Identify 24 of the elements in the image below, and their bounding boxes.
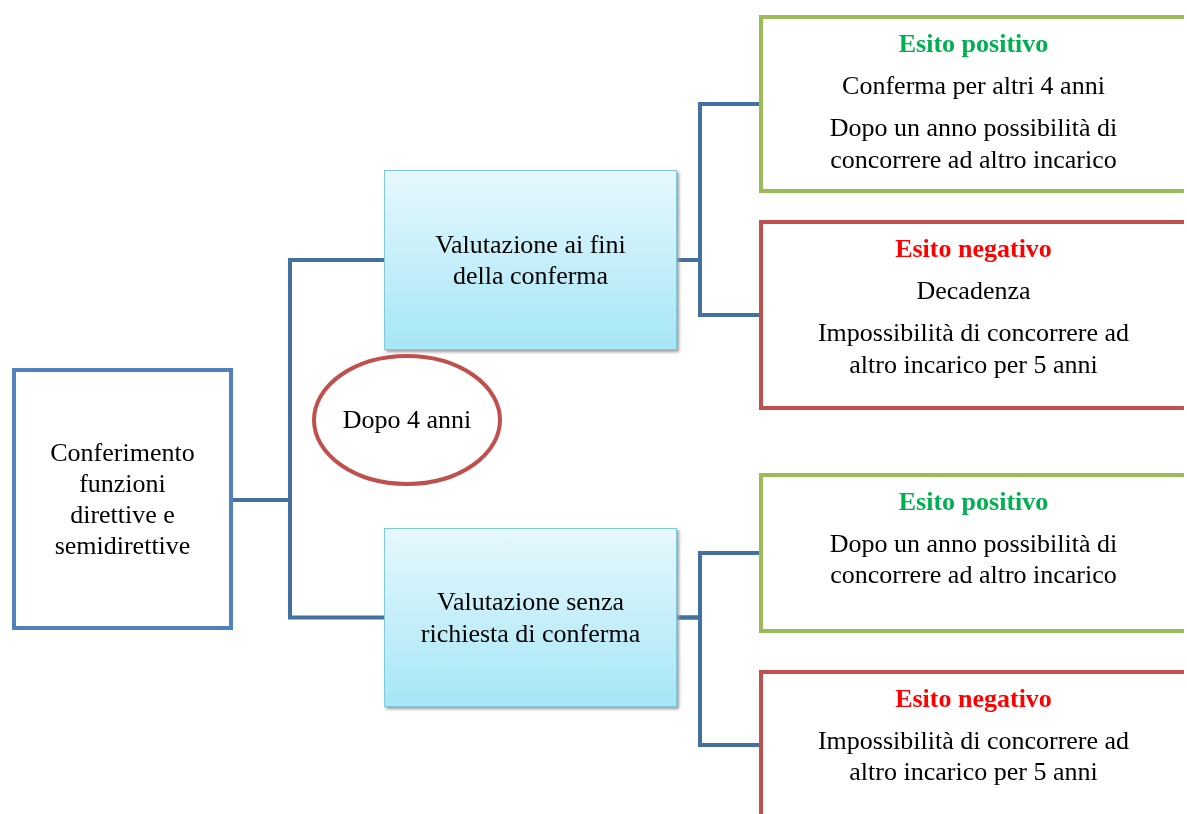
node-text: Conferimento funzioni direttive e semidirettive [49,436,196,562]
node-text: Impossibilità di concorrere ad altro incarico per 5 anni [816,725,1131,788]
node-text: Valutazione senza richiesta di conferma [419,586,642,649]
ellipse-node [312,354,502,486]
node-text: Impossibilità di concorrere ad altro incarico per 5 anni [816,317,1131,380]
node-text: Conferma per altri 4 anni [842,70,1105,102]
node-text: Decadenza [916,275,1031,307]
node-text: Dopo un anno possibilità di concorrere ad altro incarico [828,528,1119,591]
connector-line [233,498,384,620]
process-box [12,368,233,630]
node-text: Dopo 4 anni [342,404,472,436]
outcome-heading: Esito negativo [895,683,1052,715]
node-text: Valutazione ai fini della conferma [434,228,627,292]
outcome-heading: Esito positivo [898,28,1049,60]
outcome-box [759,473,1184,633]
process-box [384,170,677,350]
process-box [384,528,677,707]
outcome-box [759,15,1184,193]
node-text: Dopo un anno possibilità di concorrere ad altro incarico [828,112,1119,175]
connector-line [677,615,759,747]
outcome-box [759,220,1184,410]
outcome-heading: Esito negativo [895,233,1052,265]
outcome-heading: Esito positivo [898,486,1049,518]
outcome-box [759,670,1184,814]
